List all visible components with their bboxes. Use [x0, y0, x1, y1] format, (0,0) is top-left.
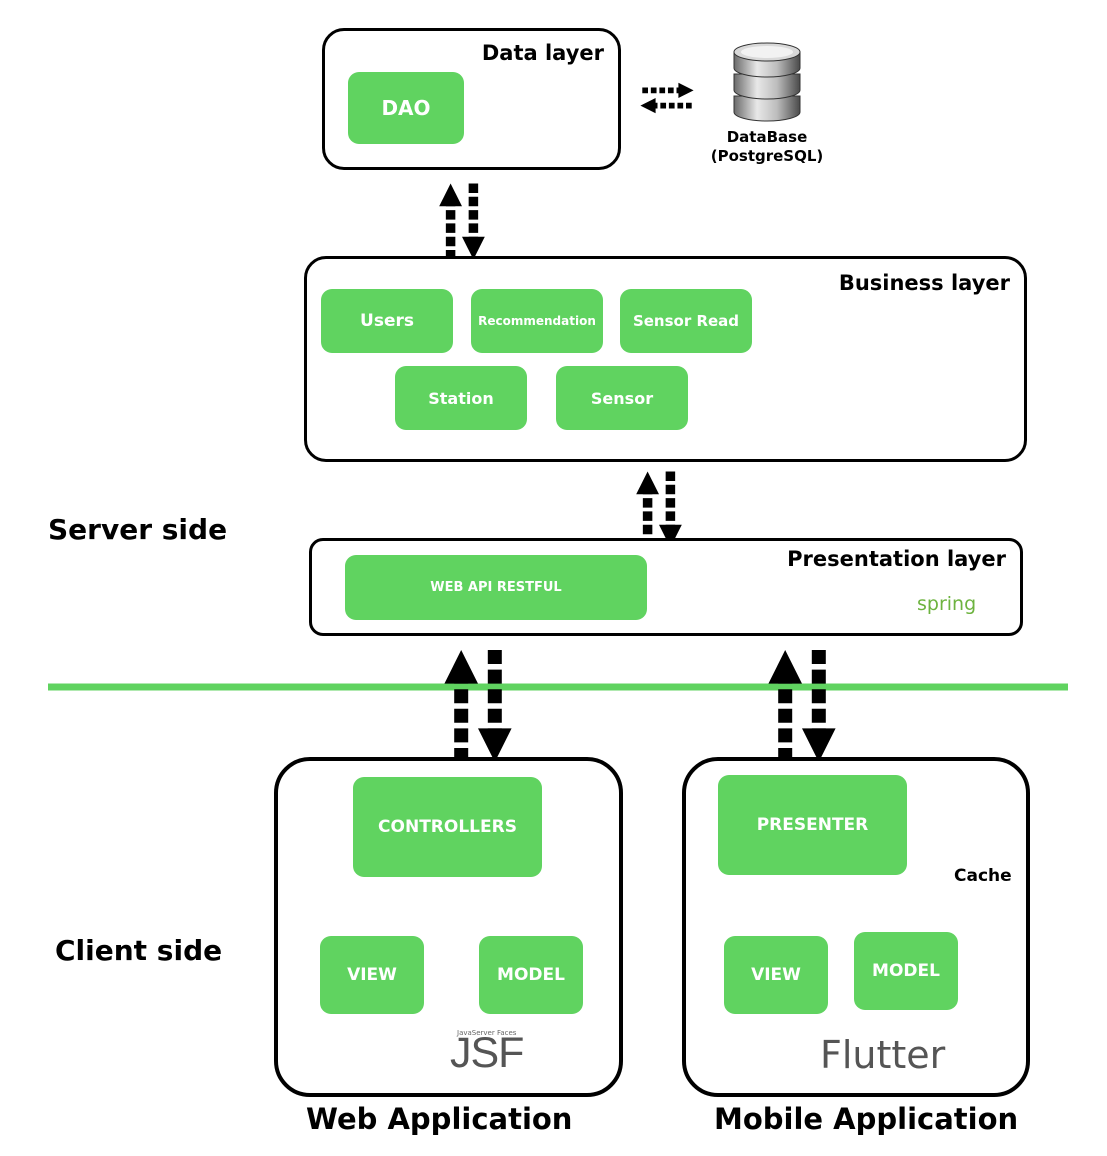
dao-box: DAO — [348, 72, 464, 144]
business-layer-title: Business layer — [838, 271, 1010, 295]
mobile-view-box: VIEW — [724, 936, 828, 1014]
presentation-web-arrows — [444, 650, 511, 762]
data-layer: Data layer DAO — [322, 28, 621, 170]
spring-logo-text: spring — [917, 593, 977, 615]
users-box: Users — [321, 289, 453, 353]
jsf-logo-text: JSF — [450, 1029, 524, 1077]
database-label: DataBase (PostgreSQL) — [707, 128, 827, 166]
mobile-application-box: PRESENTER VIEW MODEL Cache Flutter — [682, 757, 1030, 1097]
jsf-small-text: JavaServer Faces — [457, 1029, 517, 1037]
presentation-mobile-arrows — [768, 650, 835, 762]
dao-database-arrows — [640, 83, 693, 113]
controllers-box: CONTROLLERS — [353, 777, 542, 877]
server-side-label: Server side — [48, 513, 228, 546]
station-box: Station — [395, 366, 527, 430]
web-application-box: CONTROLLERS VIEW MODEL JavaServer Faces … — [274, 757, 623, 1097]
flutter-logo-text: Flutter — [820, 1033, 946, 1077]
presenter-box: PRESENTER — [718, 775, 907, 875]
presentation-layer: Presentation layer WEB API RESTFUL sprin… — [309, 538, 1023, 636]
web-view-box: VIEW — [320, 936, 424, 1014]
web-api-restful-box: WEB API RESTFUL — [345, 555, 647, 620]
database-cylinder-icon — [733, 42, 801, 122]
data-layer-title: Data layer — [481, 41, 604, 65]
client-side-label: Client side — [55, 934, 223, 967]
cache-label: Cache — [954, 866, 1012, 886]
sensor-read-box: Sensor Read — [620, 289, 752, 353]
presentation-layer-title: Presentation layer — [787, 547, 1006, 571]
database-label-line1: DataBase — [726, 128, 808, 146]
data-business-arrows — [439, 184, 485, 260]
business-layer: Business layer Users Recommendation Sens… — [304, 256, 1027, 462]
web-model-box: MODEL — [479, 936, 583, 1014]
sensor-box: Sensor — [556, 366, 688, 430]
database-label-line2: (PostgreSQL) — [710, 147, 824, 165]
mobile-application-label: Mobile Application — [714, 1102, 1019, 1136]
web-application-label: Web Application — [306, 1102, 573, 1136]
recommendation-box: Recommendation — [471, 289, 603, 353]
business-presentation-arrows — [636, 472, 682, 548]
mobile-model-box: MODEL — [854, 932, 958, 1010]
